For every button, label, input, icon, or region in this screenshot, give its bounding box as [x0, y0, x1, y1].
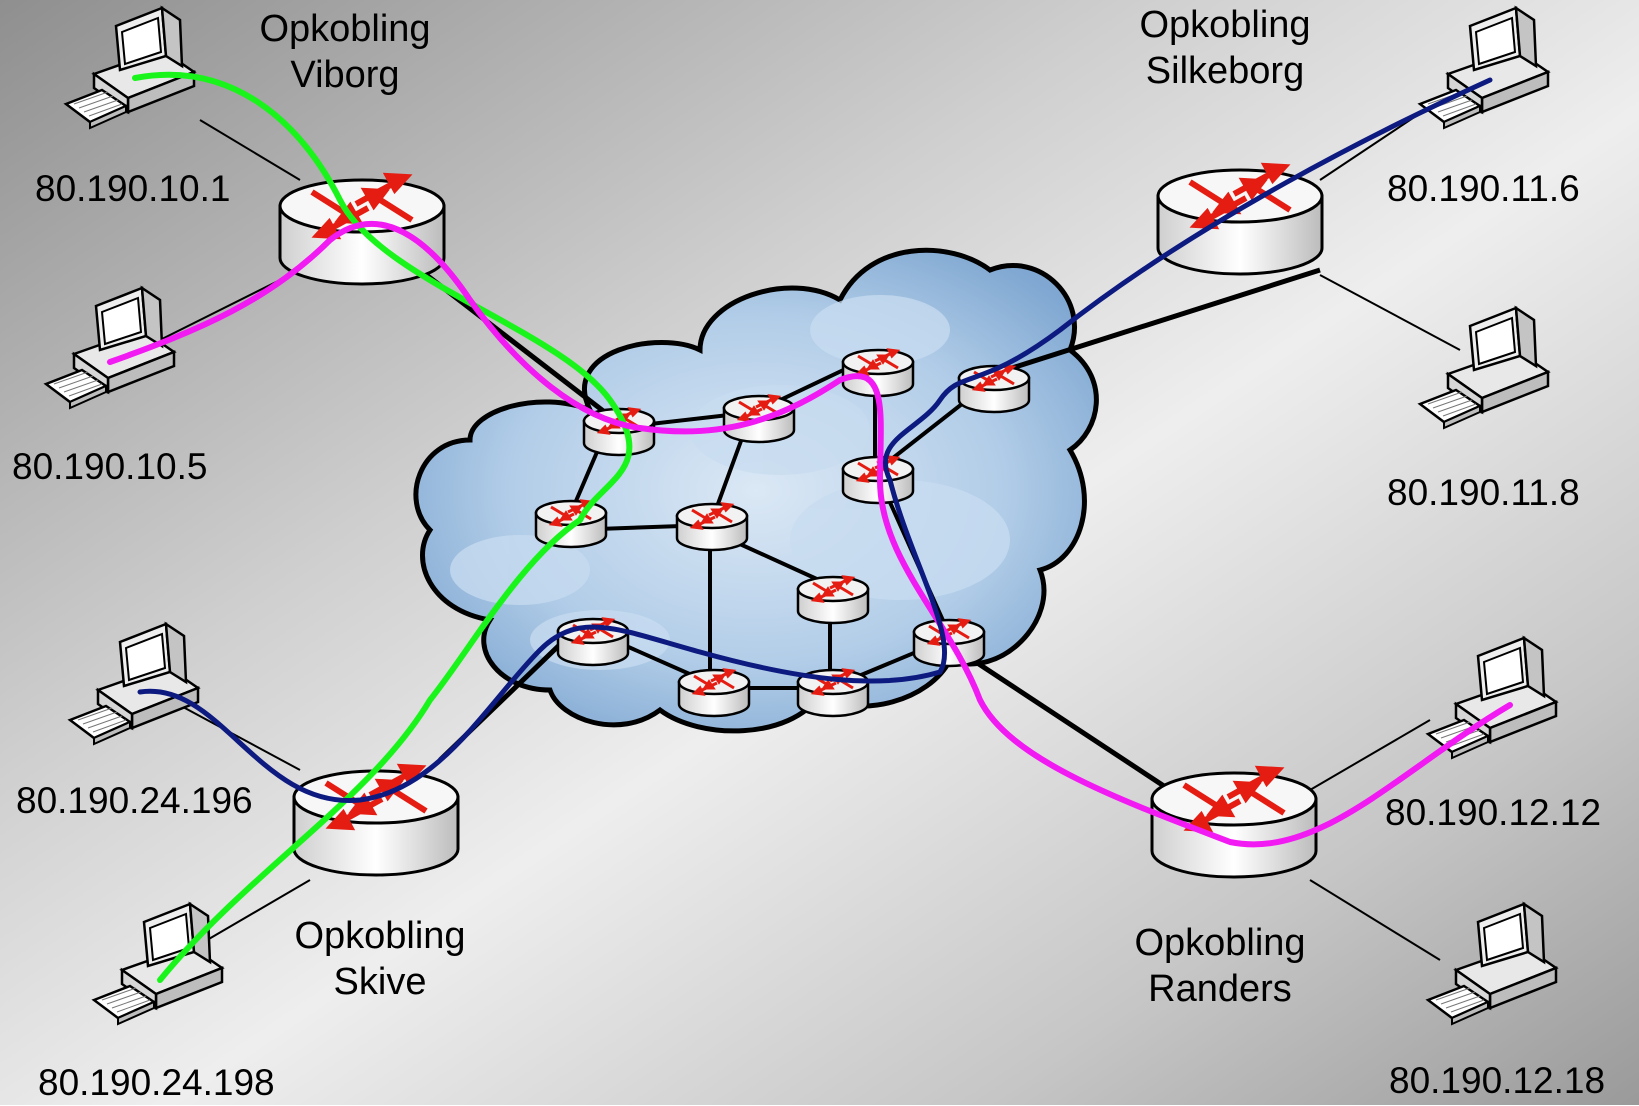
site-label-line2: Randers [1148, 968, 1292, 1010]
site-label-line1: Opkobling [1134, 922, 1306, 964]
site-label-silkeborg: Opkobling Silkeborg [1130, 2, 1320, 94]
host-ip-label: 80.190.10.5 [12, 446, 208, 487]
host-ip-label: 80.190.24.196 [16, 780, 253, 821]
host-ip-label: 80.190.11.6 [1387, 168, 1580, 209]
site-label-line1: Opkobling [294, 915, 466, 957]
green-connection-path [132, 71, 633, 983]
router-cylinder-icon [1158, 166, 1322, 274]
host-ip-label: 80.190.12.12 [1385, 792, 1602, 833]
magenta-connection-path-1 [107, 220, 1513, 848]
site-label-line2: Silkeborg [1145, 50, 1305, 92]
host-ip-label: 80.190.24.198 [38, 1062, 275, 1103]
router-icon [957, 364, 1031, 414]
router-icon [677, 668, 751, 718]
host-ip-label: 80.190.12.18 [1389, 1060, 1606, 1101]
site-label-line1: Opkobling [259, 8, 431, 50]
site-label-skive: Opkobling Skive [285, 913, 475, 1005]
router-icon [675, 502, 749, 552]
blue-connection-path [137, 77, 1493, 803]
host-ip-label: 80.190.10.1 [35, 168, 231, 209]
host-ip-label: 80.190.11.8 [1387, 472, 1580, 513]
cloud-icon [413, 247, 1099, 734]
site-label-line2: Skive [333, 961, 427, 1003]
access-links [159, 99, 1461, 961]
site-label-randers: Opkobling Randers [1125, 920, 1315, 1012]
site-label-line2: Viborg [290, 54, 400, 96]
site-label-viborg: Opkobling Viborg [250, 6, 440, 98]
site-label-line1: Opkobling [1139, 4, 1311, 46]
router-icon [796, 575, 870, 625]
